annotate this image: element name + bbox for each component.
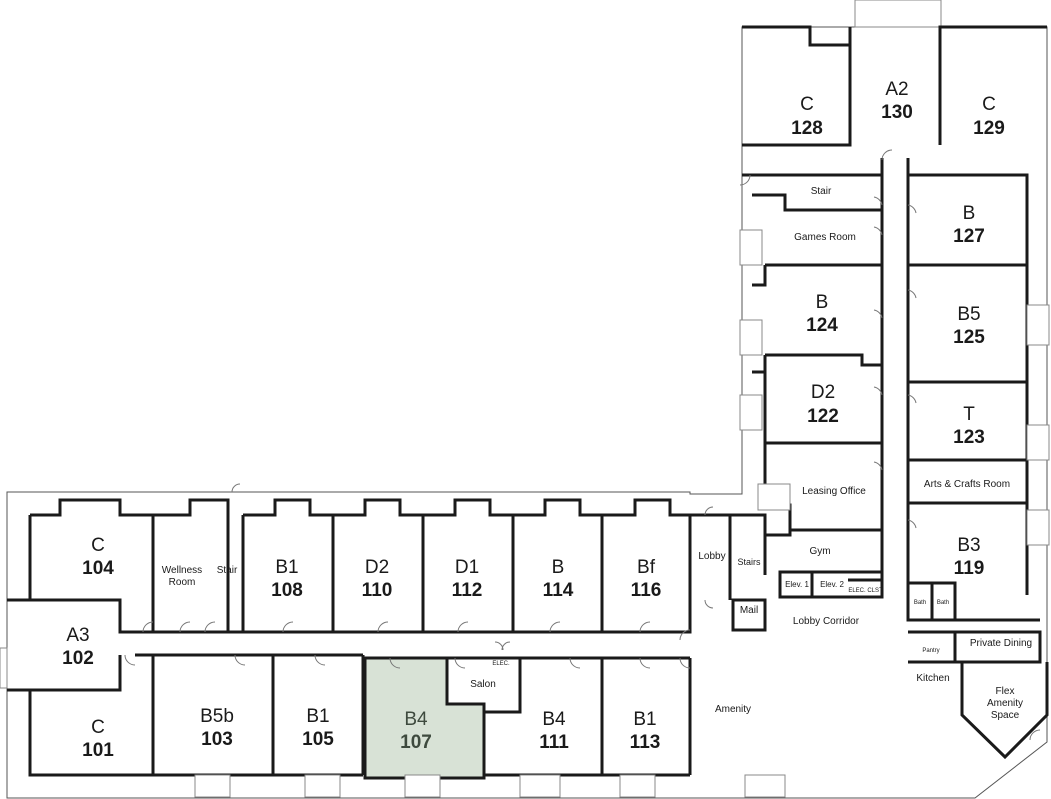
pantry-label: Pantry <box>922 648 939 654</box>
unit-102-number: 102 <box>62 648 94 669</box>
unit-105-code: B1 <box>306 706 329 727</box>
unit-116-code: Bf <box>637 557 656 578</box>
building-outline <box>6 0 1048 799</box>
stairs-label: Stairs <box>737 557 761 567</box>
unit-105-number: 105 <box>302 729 334 750</box>
unit-125-code: B5 <box>957 304 980 325</box>
unit-112-code: D1 <box>455 557 479 578</box>
windows <box>0 229 1050 798</box>
unit-125-number: 125 <box>953 327 985 348</box>
bath2-label: Bath <box>937 600 949 606</box>
unit-107-code: B4 <box>404 709 428 730</box>
elev2-label: Elev. 2 <box>820 580 844 589</box>
wellness-room-label-2: Room <box>169 577 196 588</box>
walls <box>7 25 1049 777</box>
unit-129-number: 129 <box>973 118 1005 139</box>
gym-label: Gym <box>809 546 830 557</box>
arts-crafts-label: Arts & Crafts Room <box>924 479 1010 490</box>
unit-128-code: C <box>800 94 814 115</box>
lobby-corridor-label: Lobby Corridor <box>793 616 860 627</box>
unit-129-code: C <box>982 94 996 115</box>
unit-107-number: 107 <box>400 732 432 753</box>
unit-101-code: C <box>91 717 105 738</box>
unit-123-number: 123 <box>953 427 985 448</box>
unit-116-number: 116 <box>631 580 662 601</box>
unit-122-number: 122 <box>807 406 839 427</box>
unit-113-number: 113 <box>630 732 661 753</box>
stair-west-label: Stair <box>217 565 238 576</box>
unit-130-code: A2 <box>885 79 908 100</box>
kitchen-label: Kitchen <box>916 673 949 684</box>
unit-111-code: B4 <box>542 709 566 730</box>
unit-110-number: 110 <box>362 580 393 601</box>
unit-124-number: 124 <box>806 315 838 336</box>
elec-closet-label: ELEC. CLST. <box>848 588 884 594</box>
games-room-label: Games Room <box>794 232 856 243</box>
elev1-label: Elev. 1 <box>785 580 809 589</box>
unit-122-code: D2 <box>811 382 835 403</box>
unit-110-code: D2 <box>365 557 389 578</box>
unit-114-number: 114 <box>543 580 574 601</box>
unit-104-number: 104 <box>82 558 114 579</box>
unit-119-number: 119 <box>954 558 985 579</box>
wellness-room-label-1: Wellness <box>162 565 202 576</box>
unit-114-code: B <box>552 557 565 578</box>
unit-113-code: B1 <box>633 709 656 730</box>
unit-103-number: 103 <box>201 729 233 750</box>
flex-amenity-label-3: Space <box>991 710 1020 721</box>
amenity-label: Amenity <box>715 704 751 715</box>
unit-119-code: B3 <box>957 535 980 556</box>
unit-labels: C 104 A3 102 C 101 B1 108 D2 110 D1 112 … <box>62 79 1005 761</box>
leasing-office-label: Leasing Office <box>802 486 866 497</box>
salon-label: Salon <box>470 679 496 690</box>
unit-127-code: B <box>963 203 976 224</box>
bath1-label: Bath <box>914 600 926 606</box>
flex-amenity-label-1: Flex <box>996 686 1015 697</box>
unit-123-code: T <box>963 404 975 425</box>
unit-127-number: 127 <box>953 226 985 247</box>
mail-label: Mail <box>740 605 758 616</box>
amenity-labels: Wellness Room Stair Stair Games Room Lea… <box>162 186 1032 721</box>
doors <box>124 149 1041 741</box>
private-dining-label: Private Dining <box>970 638 1032 649</box>
unit-108-number: 108 <box>271 580 303 601</box>
unit-124-code: B <box>816 292 829 313</box>
unit-102-code: A3 <box>66 625 89 646</box>
unit-108-code: B1 <box>275 557 298 578</box>
lobby-label: Lobby <box>698 551 725 562</box>
north-balcony <box>854 0 942 28</box>
unit-111-number: 111 <box>539 732 569 753</box>
elec-small-label: ELEC. <box>492 661 510 667</box>
unit-130-number: 130 <box>881 102 913 123</box>
unit-112-number: 112 <box>452 580 483 601</box>
stair-north-label: Stair <box>811 186 832 197</box>
unit-101-number: 101 <box>82 740 114 761</box>
unit-128-number: 128 <box>791 118 823 139</box>
flex-amenity-label-2: Amenity <box>987 698 1023 709</box>
unit-103-code: B5b <box>200 706 234 727</box>
unit-104-code: C <box>91 535 105 556</box>
